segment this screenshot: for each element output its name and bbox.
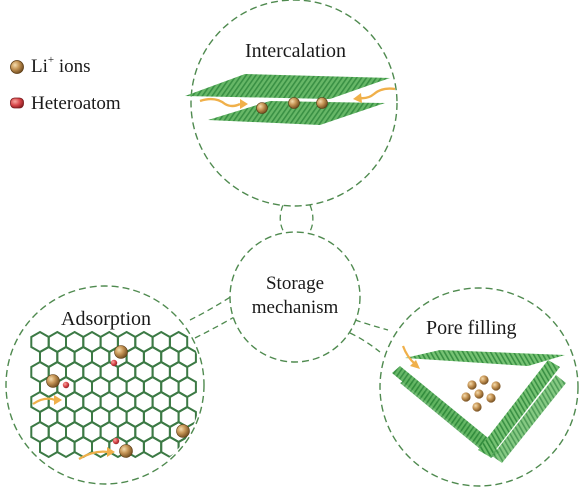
li-ion-icon [10,60,24,74]
center-label-line1: Storage [265,273,325,294]
li-ion [256,102,268,114]
li-ion [316,97,328,109]
li-ion [461,392,471,402]
legend-heteroatom-label: Heteroatom [31,93,121,114]
heteroatom [112,437,120,445]
heteroatom [62,381,70,389]
adsorption-arrow [78,450,109,460]
sheet-top [405,350,565,366]
sheet-right [478,360,560,457]
pore-arrow-head [410,360,420,369]
center-label-line2: mechanism [251,297,339,318]
center-circle [229,231,361,363]
heteroatom-icon [10,97,24,109]
li-ion [46,374,60,388]
adsorption-arrow-head [107,447,115,457]
arrow-in-left-head [240,99,248,109]
adsorption-arrow-head [54,395,62,405]
legend-li-label: Li+ ions [31,54,91,77]
intercalation-scene [185,74,396,125]
li-ion [479,375,489,385]
graphene-sheet-bottom [208,101,385,125]
arrow-in-left [199,97,241,108]
pore-filling-scene [392,345,566,463]
pore-filling-circle [379,287,579,487]
sheet-left-2 [400,378,500,458]
li-ion [176,424,190,438]
connector-right [349,319,389,353]
li-ion [486,393,496,403]
arrow-in-right [359,87,396,100]
li-ion [114,345,128,359]
sheet-right-2 [492,375,566,463]
heteroatom [110,359,118,367]
li-ion [119,444,133,458]
center-label: Storage mechanism [240,272,350,320]
pore-filling-title: Pore filling [426,317,517,339]
connector-left [189,295,237,339]
arrow-in-right-head [353,93,362,103]
li-ion [474,389,484,399]
intercalation-title: Intercalation [245,40,347,62]
adsorption-scene [32,345,190,460]
li-ion [472,402,482,412]
li-ion [288,97,300,109]
adsorption-title: Adsorption [61,308,151,330]
adsorption-arrow [32,397,56,405]
li-ion [491,381,501,391]
li-ion [467,380,477,390]
graphene-sheet-top [185,74,390,99]
